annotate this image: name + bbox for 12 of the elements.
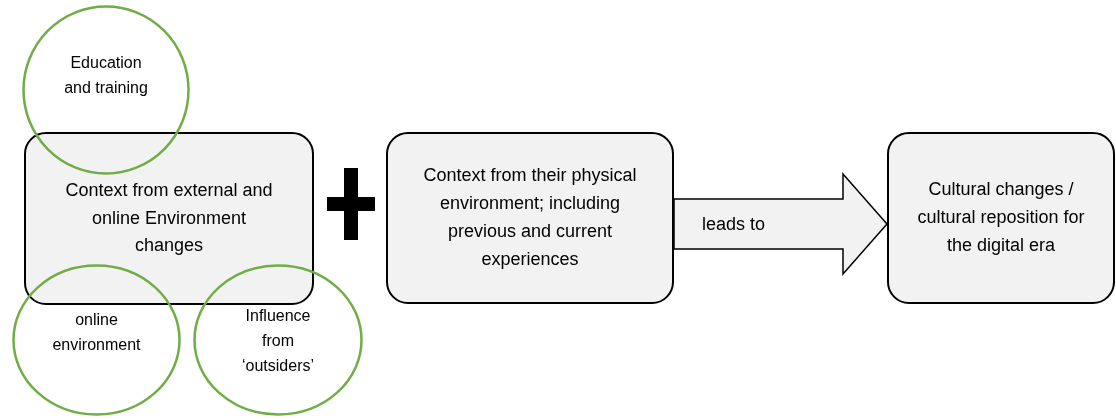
node-text: online environment (51, 310, 142, 355)
process-box (887, 132, 1115, 304)
circle-node (22, 5, 190, 175)
circle-node (12, 264, 181, 416)
circle-node (193, 264, 363, 416)
node-text: Education and training (63, 53, 149, 98)
process-box (386, 132, 674, 304)
node-text: Context from external and online Environment changes (64, 178, 274, 258)
node-text: Influence from ‘outsiders’ (241, 306, 315, 376)
node-text: Context from their physical environment; including previous and current experiences (422, 164, 638, 271)
node-text: Cultural changes / cultural reposition for the digital era (916, 178, 1086, 257)
process-box (24, 132, 314, 305)
